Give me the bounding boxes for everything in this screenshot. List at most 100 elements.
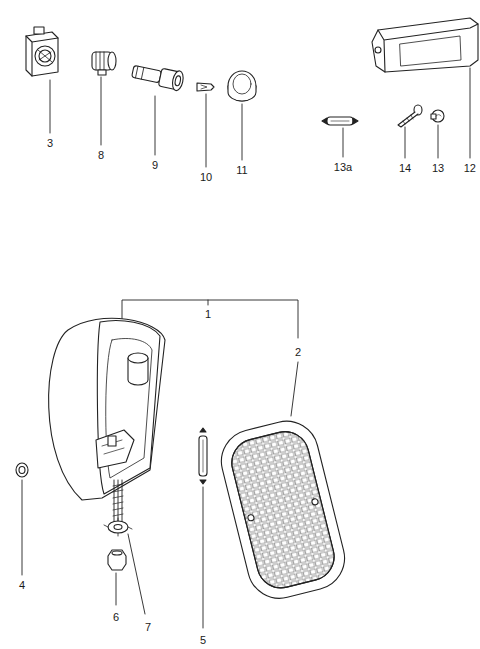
plate-lamp-housing [375,47,381,53]
lock-washer [104,518,132,536]
grommet [228,71,256,101]
festoon-bulb [353,118,358,124]
assembly-bracket [208,300,209,305]
callout-number: 9 [151,160,159,171]
wedge-bulb [197,83,214,91]
lamp-housing [96,430,134,468]
leader-line [242,104,243,160]
holder-tube [135,66,143,79]
lamp-housing [113,484,123,516]
leader-line [343,128,344,157]
lamp-socket [26,36,58,76]
callout-number: 8 [97,150,105,161]
callout-number: 13a [333,162,353,173]
plate-lamp-housing [372,18,478,72]
festoon-bulb [203,440,204,472]
screw [398,105,422,127]
plate-lamp-housing [372,18,478,72]
leader-line [22,362,298,628]
hex-nut [108,550,126,570]
holder-tube [174,75,181,86]
bulb [436,115,441,117]
grommet [228,86,256,101]
lamp-housing [108,436,116,446]
callout-number: 2 [294,347,302,358]
lock-washer [108,521,128,533]
lamp-lens [311,498,318,505]
lamp-lens [227,427,339,593]
bulb-holder [98,70,106,75]
lamp-lens [247,514,254,521]
callout-number: 11 [235,165,248,176]
nut [16,463,28,477]
leader-line [438,125,439,158]
grommet [233,74,251,94]
nut [16,463,28,477]
lamp-housing [49,318,165,500]
nut [19,467,25,474]
holder-tube [171,70,185,92]
lamp-housing [114,480,122,522]
holder-tube [131,61,185,91]
leader-line [22,480,23,575]
wedge-bulb [197,83,214,91]
bulb-holder [92,52,116,75]
lamp-socket [34,27,44,34]
leader-line [116,573,117,605]
leader-line [405,127,406,158]
lamp-socket [35,46,55,66]
lamp-socket [38,50,52,62]
callout-number: 3 [46,138,54,149]
leader-line [470,68,471,158]
lamp-housing [49,318,165,522]
bulb [431,114,436,119]
bulb-holder [96,52,104,70]
lamp-lens [227,427,339,593]
holder-tube [132,65,162,83]
festoon-bulb [327,117,353,125]
callout-number: 6 [112,612,120,623]
plate-lamp-housing [400,36,461,66]
festoon-bulb [199,436,207,476]
leader-line [206,94,207,167]
wedge-bulb [201,85,207,89]
leader-line [203,487,204,628]
lamp-lens [215,414,352,605]
leader-line [50,80,51,133]
bulb [432,110,444,122]
callout-number: 12 [463,163,477,174]
lamp-socket [26,27,58,76]
festoon-bulb [322,118,327,124]
leader-line [101,77,102,145]
festoon-bulb [322,117,358,125]
lamp-socket [26,32,58,76]
callout-number: 4 [18,580,26,591]
callout-number: 14 [398,163,412,174]
callout-number: 10 [199,172,213,183]
leader-line [50,68,470,167]
leader-line [128,534,145,614]
callout-number: 7 [144,622,152,633]
lamp-housing [128,353,148,363]
grommet [228,71,256,101]
plate-lamp-housing [378,24,478,72]
leader-line [155,96,156,155]
leader-line [291,362,298,416]
lamp-socket [39,50,51,62]
festoon-bulb [200,480,206,484]
callout-number: 1 [204,309,212,320]
festoon-bulb [331,121,349,122]
callout-number: 13 [431,163,445,174]
bulb [431,110,444,122]
screw [403,115,413,124]
festoon-bulb [200,428,206,432]
lock-washer [104,518,132,536]
lamp-lens [215,414,352,605]
callout-number: 5 [199,635,207,646]
bulb-holder [108,52,116,70]
screw [398,112,418,127]
lamp-housing [97,321,160,494]
hex-nut [108,550,126,570]
